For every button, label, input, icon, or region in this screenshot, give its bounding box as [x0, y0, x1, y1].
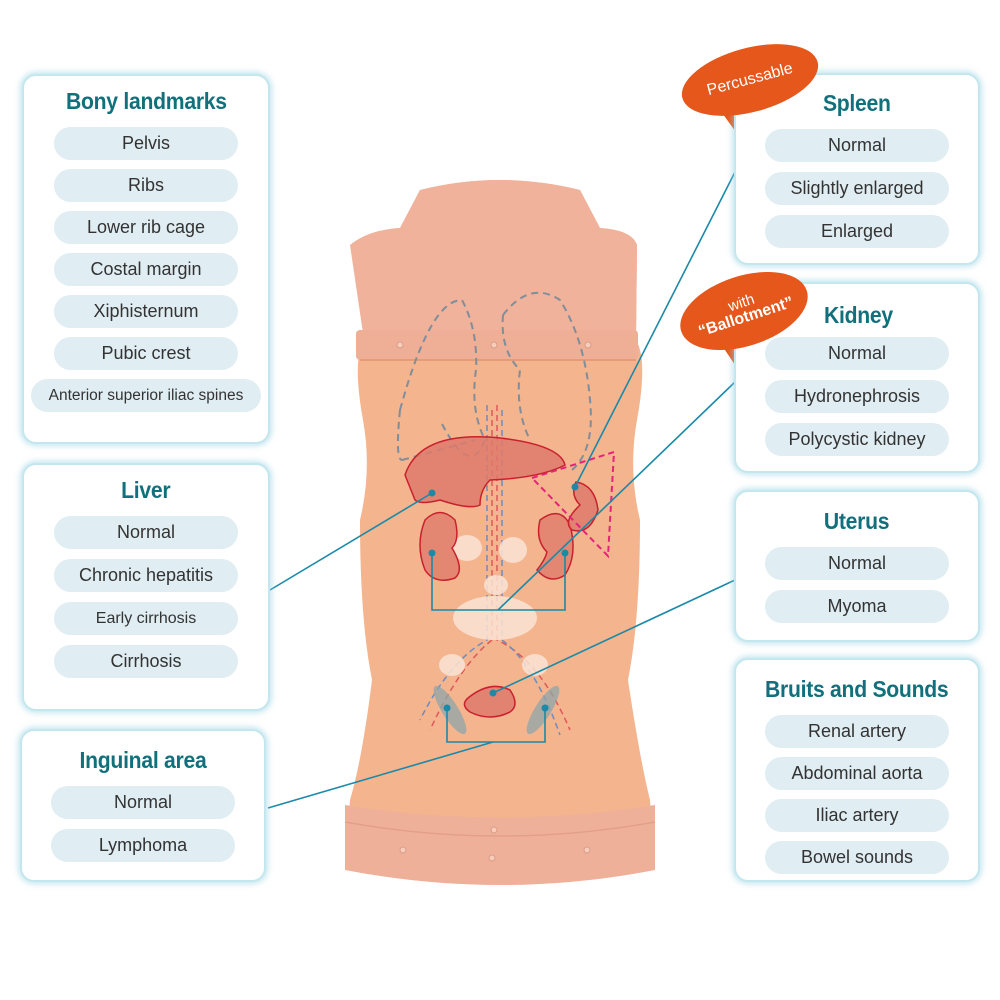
spleen-title: Spleen — [823, 90, 891, 116]
pill-chronic-hepatitis: Chronic hepatitis — [54, 559, 238, 592]
pill-inguinal-normal: Normal — [51, 786, 235, 819]
pill-cirrhosis: Cirrhosis — [54, 645, 238, 678]
liver-title: Liver — [121, 477, 171, 503]
bruits-title: Bruits and Sounds — [765, 676, 949, 702]
inguinal-panel: Inguinal area Normal Lymphoma — [20, 729, 266, 882]
pill-liver-normal: Normal — [54, 516, 238, 549]
pill-polycystic-kidney: Polycystic kidney — [765, 423, 949, 456]
spleen-shape — [567, 481, 599, 532]
pill-abdominal-aorta: Abdominal aorta — [765, 757, 949, 790]
percussion-triangle — [530, 450, 616, 559]
pill-slightly-enlarged: Slightly enlarged — [765, 172, 949, 205]
kidney-right — [419, 511, 461, 581]
pill-ribs: Ribs — [54, 169, 238, 202]
pill-myoma: Myoma — [765, 590, 949, 623]
pill-kidney-normal: Normal — [765, 337, 949, 370]
pill-iliac-artery: Iliac artery — [765, 799, 949, 832]
pill-uterus-normal: Normal — [765, 547, 949, 580]
uterus-shape — [463, 685, 516, 718]
inguinal-title: Inguinal area — [79, 747, 207, 773]
bony-landmarks-title: Bony landmarks — [65, 88, 227, 114]
inguinal-left — [433, 685, 467, 735]
pill-hydronephrosis: Hydronephrosis — [765, 380, 949, 413]
pill-spleen-normal: Normal — [765, 129, 949, 162]
kidney-title: Kidney — [823, 302, 893, 328]
bruits-panel: Bruits and Sounds Renal artery Abdominal… — [734, 658, 980, 882]
liver-shape — [404, 436, 566, 508]
bony-landmarks-panel: Bony landmarks Pelvis Ribs Lower rib cag… — [22, 74, 270, 444]
percussable-label: Percussable — [705, 59, 795, 100]
kidney-left — [536, 512, 574, 580]
pill-lymphoma: Lymphoma — [51, 829, 235, 862]
pill-pelvis: Pelvis — [54, 127, 238, 160]
pill-bowel-sounds: Bowel sounds — [765, 841, 949, 874]
pill-pubic-crest: Pubic crest — [54, 337, 238, 370]
pill-renal-artery: Renal artery — [765, 715, 949, 748]
pill-enlarged: Enlarged — [765, 215, 949, 248]
pill-xiphisternum: Xiphisternum — [54, 295, 238, 328]
uterus-title: Uterus — [824, 508, 890, 534]
pill-early-cirrhosis: Early cirrhosis — [54, 602, 238, 635]
uterus-panel: Uterus Normal Myoma — [734, 490, 980, 642]
pill-lower-rib-cage: Lower rib cage — [54, 211, 238, 244]
liver-panel: Liver Normal Chronic hepatitis Early cir… — [22, 463, 270, 711]
base-plate — [345, 805, 655, 885]
pill-asis: Anterior superior iliac spines — [31, 379, 261, 412]
pill-costal-margin: Costal margin — [54, 253, 238, 286]
